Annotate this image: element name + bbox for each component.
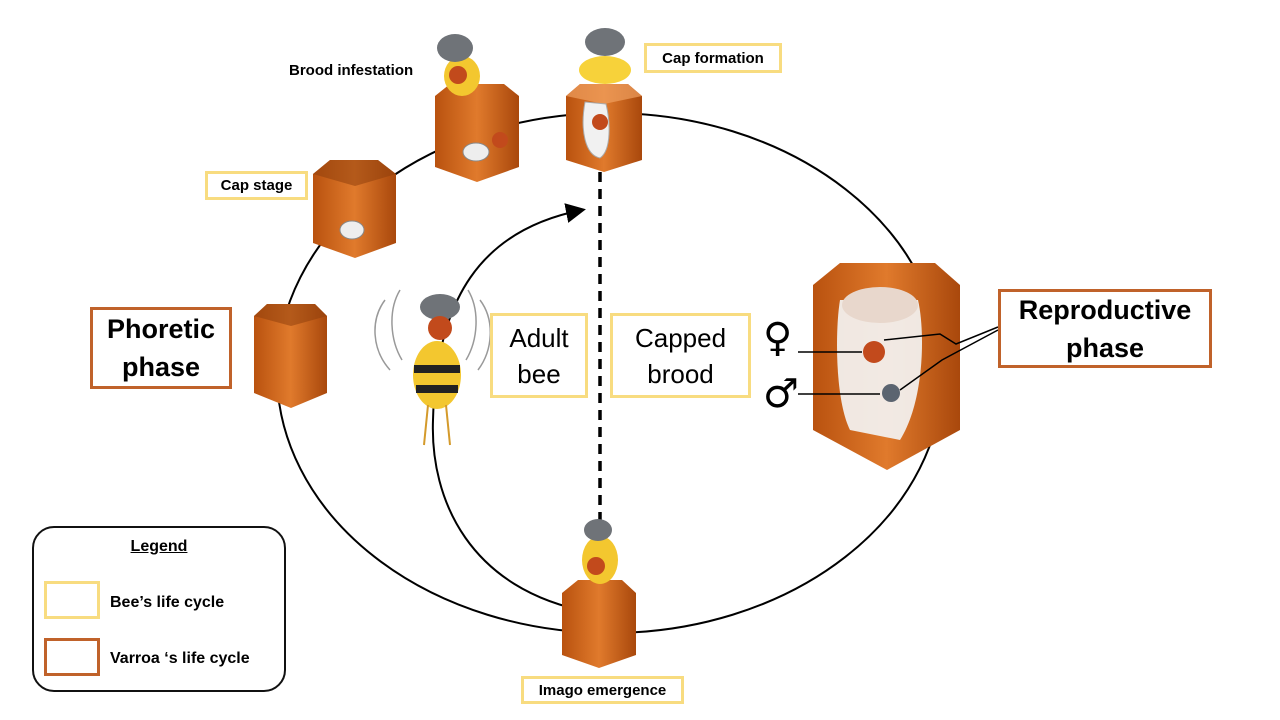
repro-pointer-male	[899, 329, 999, 391]
reproductive-line-1: Reproductive	[1018, 294, 1192, 325]
label-adult-bee: Adult bee	[490, 313, 588, 398]
legend-label-varroa: Varroa ‘s life cycle	[110, 650, 250, 667]
label-capped-brood: Capped brood	[610, 313, 751, 398]
legend-swatch-varroa	[44, 638, 100, 676]
cell-phoretic	[254, 304, 327, 408]
cell-imago-emergence	[562, 580, 636, 668]
capped-line-2: brood	[647, 358, 714, 389]
reproductive-line-2: phase	[1065, 332, 1145, 363]
cell-reproductive	[813, 263, 960, 470]
adult-line-2: bee	[517, 358, 561, 389]
legend-label-bee: Bee’s life cycle	[110, 594, 225, 611]
male-symbol: ♂	[763, 371, 799, 417]
bee-brood-infestation	[437, 34, 480, 96]
phoretic-line-2: phase	[121, 352, 201, 382]
label-cap-stage: Cap stage	[205, 171, 308, 200]
female-symbol: ♀	[763, 315, 793, 361]
label-imago-emergence: Imago emergence	[521, 676, 684, 704]
bee-cap-formation	[579, 28, 631, 84]
legend-swatch-bee	[44, 581, 100, 619]
bee-adult-flying	[374, 289, 492, 446]
cell-cap-formation	[566, 84, 642, 172]
label-brood-infestation: Brood infestation	[289, 62, 414, 79]
label-cap-formation: Cap formation	[644, 43, 782, 73]
cell-brood-infestation	[435, 84, 519, 182]
cell-cap-stage	[313, 160, 396, 258]
repro-pointer-female	[883, 326, 999, 345]
legend: Legend Bee’s life cycle Varroa ‘s life c…	[32, 526, 286, 692]
inner-cycle-arrow	[431, 203, 591, 613]
bee-imago	[582, 519, 618, 584]
legend-title: Legend	[130, 538, 188, 555]
adult-line-1: Adult	[509, 322, 569, 353]
label-phoretic-phase: Phoretic phase	[90, 307, 232, 389]
phoretic-line-1: Phoretic	[106, 314, 216, 344]
capped-line-1: Capped	[634, 322, 727, 353]
label-reproductive-phase: Reproductive phase	[998, 289, 1212, 368]
